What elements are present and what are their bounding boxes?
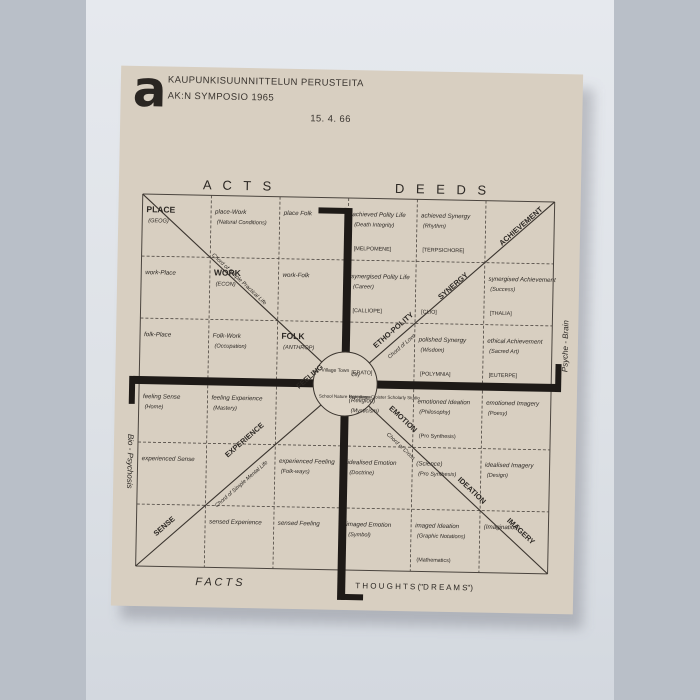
edge-label-bottom-right: T H O U G H T S ("D R E A M S") [355,581,473,592]
cell-label: feeling Experience [211,394,263,402]
edge-label-bottom-left: F A C T S [195,576,243,589]
edge-label-top-right: D E E D S [395,181,491,198]
cell-label: FOLK [281,331,305,341]
cell-muse: [MELPOMENE] [354,246,392,253]
cell-sublabel: (Death Integrity) [354,222,394,229]
cell-muse: [ERATO] [351,370,373,376]
cell-label: experienced Feeling [279,458,335,466]
cell-sublabel: (Success) [490,287,515,293]
cell-muse: (Mathematics) [416,557,450,564]
cell-label: synergised Achievement [488,276,556,284]
cell-sublabel: (Wisdom) [420,347,444,353]
cell-label: achieved Synergy [421,212,471,220]
edge-label-left: Bio - Psychosis [125,434,135,489]
cell-sublabel: (GEOG) [148,218,169,224]
cell-sublabel: (Philosophy) [419,409,450,416]
cell-label: experienced Sense [142,455,196,463]
cell-sublabel: (Mysticism) [351,408,380,415]
center-label: City [351,372,360,378]
center-label: Hermitage Cloister Scholarly Studio [349,394,421,400]
cell-label: (Imagination) [484,524,520,532]
cell-sublabel: (Home) [145,404,164,410]
chord-label: Chord of Simple Practical Life [210,252,267,306]
cell-label: PLACE [146,204,175,215]
axis-bracket-left [128,375,136,404]
cell-sublabel: (Doctrine) [349,470,374,476]
cell-label: sensed Experience [209,518,262,526]
magazine-cover: a KAUPUNKISUUNNITTELUN PERUSTEITA AK:N S… [110,60,584,615]
chord-label: Chord of Simple Mental Life [214,460,269,509]
cell-sublabel: (Pro Synthesis) [418,471,456,478]
cell-label: emotioned Imagery [486,400,540,408]
cell-label: place-Work [214,208,247,216]
diagonal-word: SYNERGY [436,270,470,301]
cell-sublabel: (Poesy) [488,411,508,417]
cell-label: folk-Place [144,331,172,339]
axis-bracket-right [555,364,562,393]
center-label: School Nature Experience [319,393,372,399]
cell-label: achieved Polity Life [352,211,406,219]
cell-sublabel: (Symbol) [348,532,371,538]
axis-bracket-bottom [341,593,364,601]
center-circle [312,351,378,417]
cell-sublabel: (Natural Conditions) [217,219,267,226]
cell-label: WORK [214,267,242,278]
cell-muse: [THALIA] [490,311,512,317]
cell-label: Folk-Work [213,332,242,340]
cell-label: work-Place [145,269,176,277]
cell-label: ethical Achievement [487,338,543,346]
cell-label: work-Folk [282,272,310,280]
edge-label-right: Psyche - Brain [560,320,570,373]
cell-muse: [TERPSICHORE] [422,247,465,254]
cell-label: feeling Sense [143,393,181,401]
cell-label: imaged Ideation [415,522,460,530]
diagonal-word: SENSE [152,514,177,537]
cell-muse: (Pro Synthesis) [419,433,456,440]
diagonal-word: ACHIEVEMENT [497,205,544,248]
cell-label: place Folk [283,210,313,218]
center-label: Village Town [321,368,349,375]
cell-sublabel: (Occupation) [214,343,246,350]
cell-label: imaged Emotion [346,521,391,529]
cell-sublabel: (Rhythm) [423,223,446,229]
cell-sublabel: (Folk-ways) [281,469,310,476]
edge-label-top-left: A C T S [203,177,276,193]
cell-muse: [CALLIOPE] [352,308,382,315]
cell-sublabel: (ANTHROP) [283,345,314,352]
cell-sublabel: (Mastery) [213,405,237,411]
cell-sublabel: (Sacred Art) [489,349,519,356]
axis-bracket-top [318,207,349,215]
diagonal-word: EMOTION [387,404,419,435]
cell-label: idealised Emotion [348,459,398,467]
cell-label: polished Synergy [418,336,467,344]
cell-label: emotioned Ideation [417,398,470,406]
cell-sublabel: (Graphic Notations) [417,533,466,540]
cell-sublabel: (Design) [487,473,508,479]
diagonal-word: IDEATION [456,475,488,506]
cell-label: (Religion) [349,397,376,405]
cell-label: idealised Imagery [485,462,535,470]
cell-label: (Science) [416,460,442,468]
cell-sublabel: (ECON) [216,281,236,287]
cell-sublabel: (Career) [353,284,374,290]
cell-label: synergised Polity Life [351,273,410,281]
diagonal-word: EXPERIENCE [223,421,265,460]
cell-label: sensed Feeling [278,520,321,528]
cell-muse: [EUTERPE] [489,373,518,380]
cell-muse: [CLIO] [421,309,437,315]
cell-muse: [POLYMNIA] [420,371,451,378]
